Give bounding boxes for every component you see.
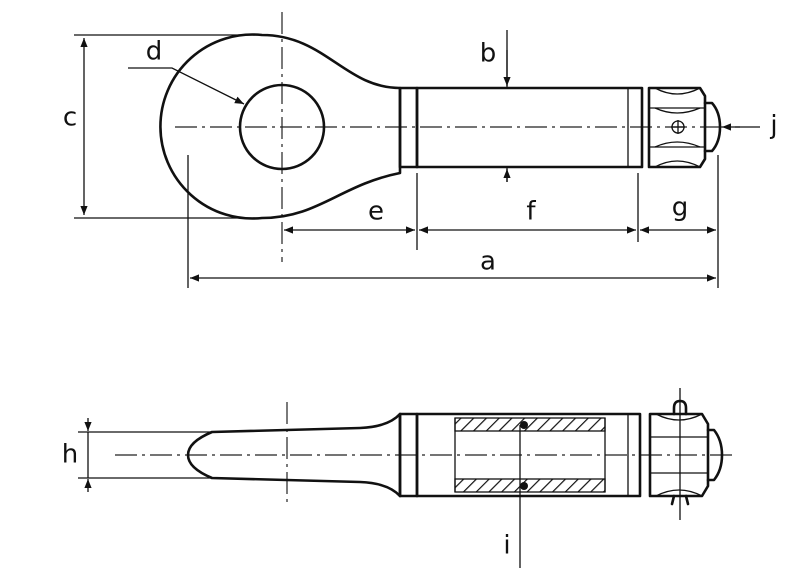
side-body	[415, 412, 642, 498]
label-f: f	[526, 197, 536, 227]
thread-section-top	[454, 417, 606, 432]
pin-dot-bottom	[520, 482, 528, 490]
label-e: e	[368, 197, 384, 227]
eye-profile	[186, 412, 402, 498]
cotter-pin-tail	[670, 494, 690, 506]
pin-dot-top	[520, 421, 528, 429]
label-b: b	[480, 39, 497, 69]
eye-outline	[159, 33, 402, 220]
side-view: h i	[62, 388, 735, 568]
label-c: c	[63, 103, 77, 133]
label-i: i	[503, 531, 510, 561]
nut-chamfer-top	[654, 87, 701, 95]
nut-chamfer-mid-top	[654, 107, 701, 114]
nut-chamfer-bottom	[654, 160, 701, 168]
label-j: j	[769, 111, 777, 141]
label-a: a	[480, 247, 496, 277]
top-view: c d b j e f g a	[63, 12, 778, 288]
label-g: g	[672, 193, 689, 223]
eye-hole	[238, 83, 326, 171]
shank-body	[415, 86, 644, 169]
leader-d	[128, 67, 245, 105]
side-nut-chamfer-top	[655, 413, 703, 421]
thread-section-bottom	[454, 478, 606, 493]
nut-chamfer-mid-bottom	[654, 141, 701, 148]
side-bolt-end	[706, 428, 724, 482]
bolt-end	[703, 101, 722, 153]
label-h: h	[62, 440, 78, 470]
label-d: d	[146, 37, 163, 67]
side-nut-chamfer-bottom	[655, 489, 703, 497]
